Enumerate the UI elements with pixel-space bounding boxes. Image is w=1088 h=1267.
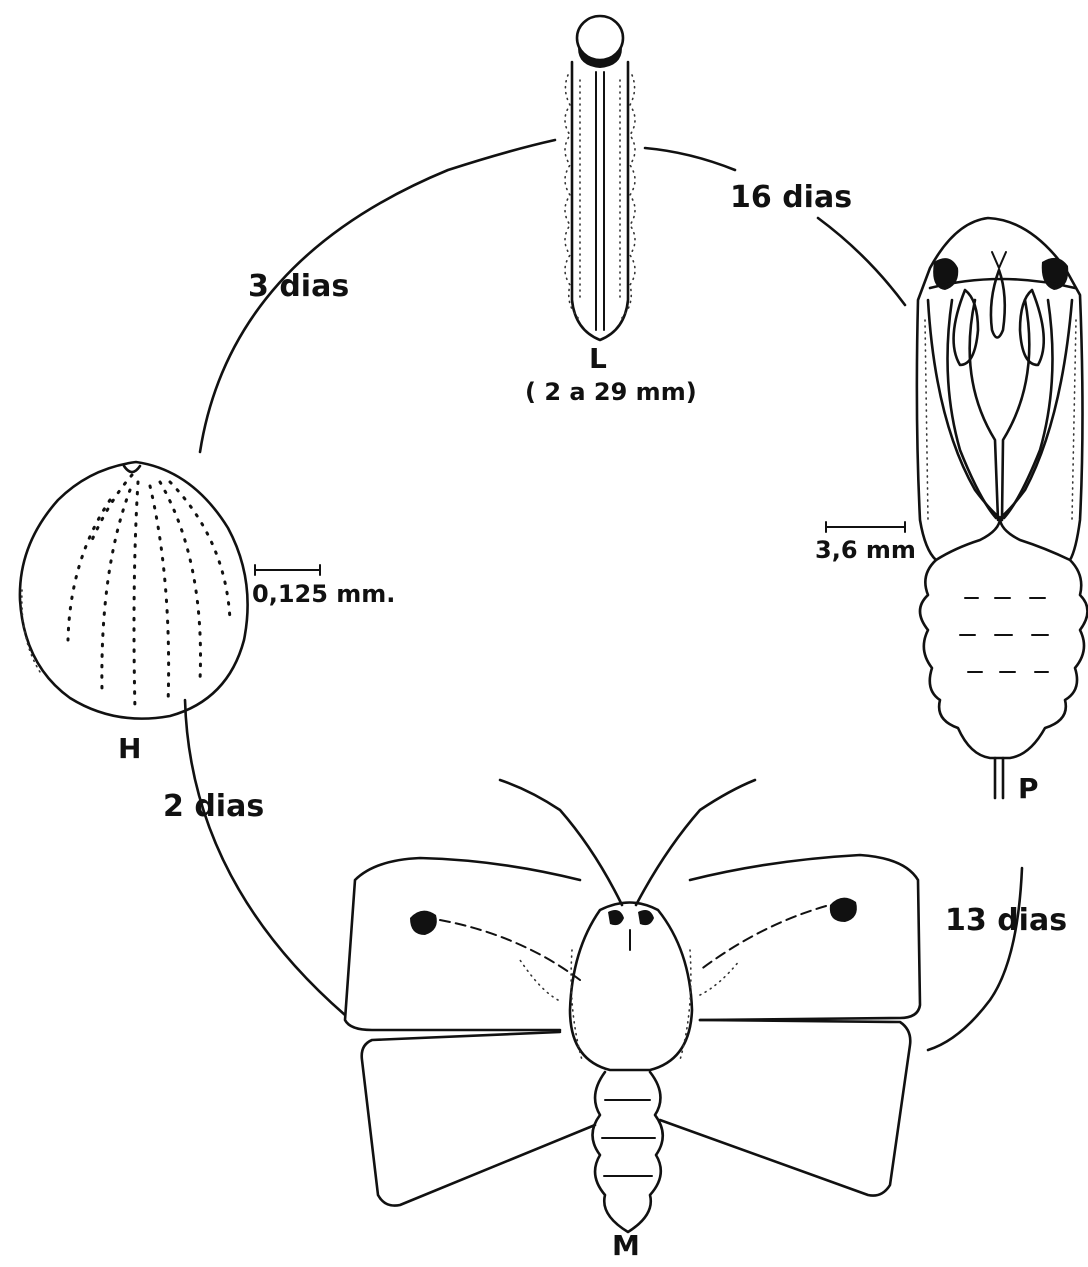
egg-scale-bar [255, 565, 320, 575]
pupa-scale-bar [826, 522, 905, 532]
arc-pupa-to-adult [928, 868, 1022, 1050]
arc-larva-to-pupa [645, 148, 905, 305]
pupa-illustration [917, 218, 1088, 798]
egg-stage-letter: H [118, 735, 141, 763]
adult-stage-letter: M [612, 1232, 640, 1260]
duration-adult-to-egg: 2 dias [163, 792, 264, 822]
pupa-scale-label: 3,6 mm [815, 538, 916, 562]
egg-scale-label: 0,125 mm. [252, 582, 395, 606]
duration-egg-to-larva: 3 dias [248, 272, 349, 302]
duration-larva-to-pupa: 16 dias [730, 183, 852, 213]
pupa-stage-letter: P [1018, 775, 1039, 803]
adult-illustration [345, 780, 920, 1232]
larva-stage-letter: L [589, 345, 607, 373]
arc-adult-to-egg [185, 700, 345, 1015]
larva-illustration [565, 16, 635, 340]
larva-size-label: ( 2 a 29 mm) [525, 380, 697, 404]
egg-illustration [20, 462, 248, 719]
duration-pupa-to-adult: 13 dias [945, 906, 1067, 936]
